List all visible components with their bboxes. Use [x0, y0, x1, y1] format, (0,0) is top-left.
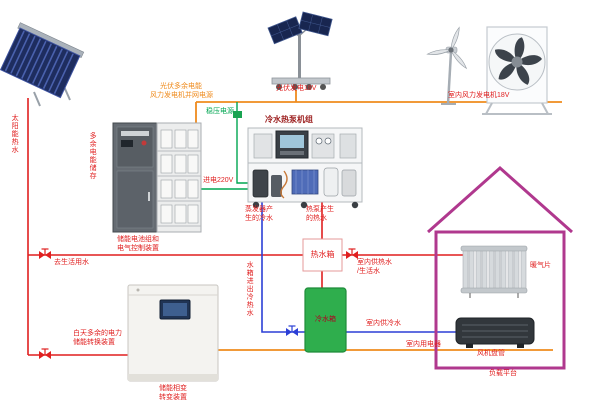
label-radiator: 暖气片: [530, 262, 551, 269]
label-battery-cabinet: 储能电池组和 电气控制装置: [117, 236, 159, 253]
label-fan-coil: 风机盘管: [477, 350, 505, 357]
label-indoor-appliances: 室内用电器: [406, 341, 441, 348]
label-incoming-220v: 进电220V: [203, 177, 234, 184]
label-cold-water-tank: 冷水箱: [315, 316, 336, 324]
house-outline: [427, 165, 573, 370]
label-to-domestic-water: 去生活用水: [54, 259, 89, 266]
label-evaporator-cold: 蒸发器产 生的冷水: [245, 206, 273, 223]
valve-domestic-hot: [38, 248, 52, 260]
label-condenser-hot: 热泵产生 的热水: [306, 206, 334, 223]
label-excess-energy-store: 多余电能储存: [89, 132, 97, 180]
valve-cold-supply: [285, 325, 299, 337]
battery-control-cabinet-graphic: [112, 122, 202, 233]
label-pv-excess-line: 光伏多余电能: [160, 83, 202, 90]
label-heat-pump-unit: 冷水热泵机组: [265, 115, 313, 124]
control-power-lines: [201, 102, 249, 190]
label-wind-grid-line: 风力发电机并网电源: [150, 92, 213, 99]
valve-solar-return: [38, 348, 52, 360]
label-daytime-excess: 白天多余的电力 储能转换装置: [73, 330, 122, 347]
label-conversion-unit: 储能相变 转变装置: [159, 385, 187, 402]
label-indoor-hot-supply: 室内供热水 /生活水: [357, 259, 392, 276]
fan-coil-graphic: [455, 317, 535, 348]
hot-water-lines: [27, 98, 463, 356]
wind-turbine-graphic: [426, 26, 468, 105]
label-hot-water-tank: 热水箱: [310, 249, 335, 259]
radiator-graphic: [460, 245, 528, 298]
label-regulated-supply: 稳压电源: [206, 108, 234, 115]
storage-conversion-cabinet-graphic: [127, 284, 219, 382]
heat-pump-bench-graphic: [247, 127, 363, 209]
label-indoor-cold-supply: 室内供冷水: [366, 320, 401, 327]
wind-fan-graphic: [482, 26, 552, 115]
label-wind-output: 室内风力发电机18V: [448, 92, 510, 99]
solar-collector-graphic: [0, 22, 85, 107]
label-tank-circulation: 水箱进出冷热水: [246, 261, 254, 317]
regulated-supply-box: [233, 111, 242, 118]
label-solar-hot-water: 太阳能热水: [11, 114, 19, 154]
pv-tracker-graphic: [267, 11, 333, 90]
cold-water-tank-graphic: [304, 287, 347, 353]
hot-water-tank-graphic: [302, 238, 343, 272]
label-pv-output: 光伏发电18V: [276, 85, 317, 92]
label-load-platform: 负载平台: [489, 370, 517, 377]
